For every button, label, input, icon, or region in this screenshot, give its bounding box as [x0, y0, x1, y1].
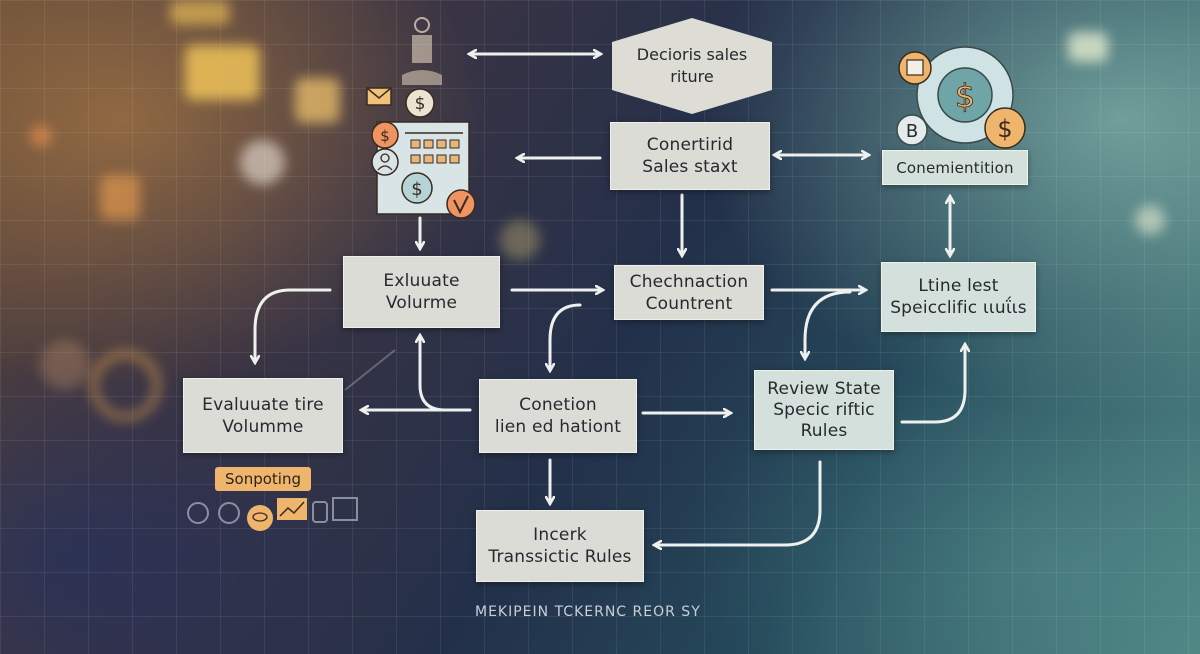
dollar-coin-icon: $: [405, 88, 435, 118]
node-label: riture: [670, 67, 714, 86]
lock-icon: [898, 51, 932, 85]
supporting-badge: Sonpoting: [215, 467, 311, 491]
svg-text:$: $: [415, 94, 426, 114]
bitcoin-icon: B: [896, 114, 928, 146]
node-label: Incerk: [533, 525, 587, 545]
bokeh-light: [1135, 205, 1165, 235]
bokeh-light: [295, 78, 340, 123]
bokeh-light: [170, 0, 230, 25]
node-label: Sales staxt: [642, 157, 738, 177]
bokeh-light: [100, 175, 140, 220]
node-label: Ltine lest: [918, 276, 999, 296]
node-label: Volurme: [385, 293, 458, 313]
svg-text:$: $: [997, 115, 1012, 143]
node-evaluate-volume: Exluuate Volurme: [343, 256, 500, 328]
node-line-test: Ltine lest Speicclific ιιuΐιs: [881, 262, 1036, 332]
node-label: Conemientition: [896, 158, 1014, 177]
envelope-icon: [366, 87, 392, 106]
dollar-coin-icon: $: [371, 121, 399, 149]
node-review-state-rules: Review State Specic riftic Rules: [754, 370, 894, 450]
node-label: Conertirid: [646, 135, 734, 155]
node-label: Countrent: [645, 293, 733, 314]
node-label: Evaluuate tire: [202, 394, 324, 415]
svg-text:$: $: [380, 127, 390, 145]
node-label: Volumme: [222, 416, 304, 437]
footer-caption: MEKIPEIN TCKERNC REOR SY: [475, 604, 701, 620]
node-conetion: Conetion lien ed hationt: [479, 379, 637, 453]
svg-text:$: $: [955, 77, 975, 115]
svg-text:B: B: [906, 121, 918, 142]
node-label: Review State: [767, 378, 881, 399]
dollar-coin-icon: $: [401, 172, 433, 204]
svg-text:$: $: [411, 179, 422, 200]
node-label: Exluuate: [383, 271, 460, 291]
bokeh-light: [500, 220, 540, 260]
trend-chart-icon: [277, 498, 307, 520]
bokeh-light: [40, 340, 90, 390]
node-convert-sales: Conertirid Sales staxt: [610, 122, 770, 190]
dollar-coin-icon: $: [984, 107, 1026, 149]
node-check-content: Chechnaction Countrent: [614, 265, 764, 320]
bokeh-light: [185, 45, 260, 100]
node-evaluate-tire-volume: Evaluuate tire Volumme: [183, 378, 343, 453]
node-conemention: Conemientition: [882, 150, 1028, 185]
speech-bubble-icon: [247, 505, 273, 531]
checkmark-icon: [446, 189, 476, 219]
person-icon: [371, 148, 399, 176]
node-label: Chechnaction: [629, 271, 749, 292]
bokeh-light: [240, 140, 285, 185]
node-decision-sales: Decioris sales riture: [612, 18, 772, 114]
node-label: Rules: [800, 420, 848, 441]
checklist-illustration: $ $ $: [366, 87, 476, 219]
support-icons: [187, 497, 358, 531]
person-illustration: [402, 17, 442, 85]
node-label: Transsictic Rules: [488, 547, 632, 567]
dollar-coin-icon: $: [937, 67, 993, 123]
node-label: lien ed hationt: [494, 417, 622, 437]
bokeh-light: [30, 125, 52, 147]
bokeh-light: [90, 350, 161, 421]
node-incerk-rules: Incerk Transsictic Rules: [476, 510, 644, 582]
bokeh-light: [1068, 32, 1108, 62]
node-label: Speicclific ιιuΐιs: [890, 298, 1027, 318]
node-label: Decioris sales: [636, 45, 748, 64]
node-label: Specic riftic: [773, 399, 875, 420]
node-label: Conetion: [519, 395, 597, 415]
coins-illustration: $ B $: [896, 46, 1026, 149]
checklist-icon: [410, 139, 460, 164]
